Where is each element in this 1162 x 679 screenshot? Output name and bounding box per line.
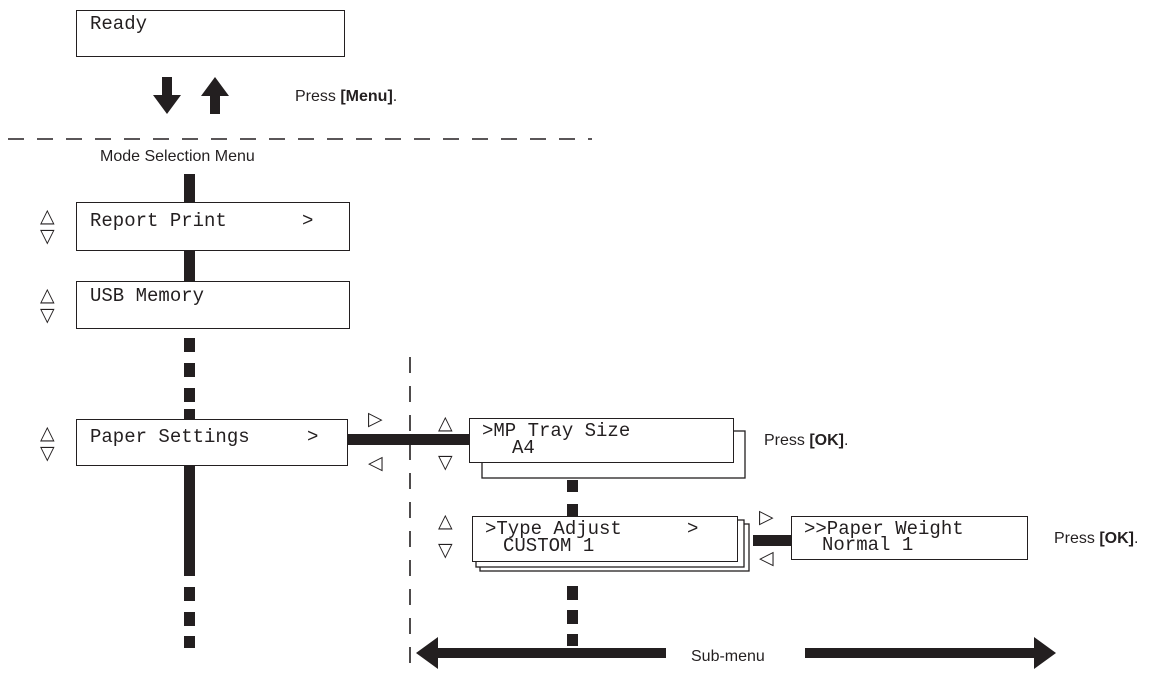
down-key-icon: ▽: [438, 539, 453, 561]
press-ok-instruction-2: Press [OK].: [1054, 530, 1138, 548]
dotted-connector-segment: [184, 612, 195, 626]
dotted-connector-segment: [184, 363, 195, 377]
mode-selection-menu-label: Mode Selection Menu: [100, 148, 255, 165]
mp-tray-size-label: >MP Tray Size: [482, 420, 631, 442]
up-key-icon: △: [40, 205, 55, 227]
connector-paper-settings-down: [184, 466, 195, 576]
down-key-icon: ▽: [438, 451, 453, 473]
type-adjust-label: >Type Adjust: [485, 518, 622, 540]
up-key-icon: △: [40, 284, 55, 306]
press-ok-suffix: .: [844, 432, 849, 449]
paper-weight-value: Normal 1: [822, 534, 914, 556]
paper-settings-arrow: >: [307, 426, 319, 448]
ready-display-text: Ready: [90, 13, 148, 35]
right-key-icon: ▷: [368, 408, 383, 430]
connector-report-to-usb: [184, 251, 195, 281]
type-adjust-value: CUSTOM 1: [503, 535, 595, 557]
up-key-icon: △: [40, 422, 55, 444]
dotted-connector-segment: [184, 636, 195, 648]
submenu-left-arrow-icon: [416, 637, 666, 669]
report-print-display[interactable]: Report Print >: [76, 202, 350, 251]
dotted-connector-segment: [567, 610, 578, 624]
mp-tray-size-value: A4: [512, 437, 535, 459]
left-key-icon: ◁: [368, 452, 383, 474]
submenu-label: Sub-menu: [691, 648, 765, 665]
report-print-label: Report Print: [90, 210, 227, 232]
up-key-icon: △: [438, 412, 453, 434]
press-ok-prefix: Press: [764, 432, 810, 449]
ok-key-label: [OK]: [1099, 530, 1134, 547]
press-ok-instruction-1: Press [OK].: [764, 432, 848, 450]
connector-paper-to-submenu: [348, 434, 470, 445]
connector-mp-to-type-2: [567, 504, 578, 516]
type-adjust-arrow: >: [687, 518, 699, 540]
dotted-connector-segment: [184, 388, 195, 402]
down-key-icon: ▽: [40, 304, 55, 326]
press-ok-prefix: Press: [1054, 530, 1100, 547]
up-key-icon: △: [438, 510, 453, 532]
left-key-icon: ◁: [759, 547, 774, 569]
paper-weight-label: >>Paper Weight: [804, 518, 964, 540]
dotted-connector-segment: [184, 409, 195, 420]
submenu-right-arrow-icon: [805, 637, 1056, 669]
press-menu-prefix: Press: [295, 88, 341, 105]
usb-memory-display[interactable]: USB Memory: [76, 281, 350, 329]
press-ok-suffix: .: [1134, 530, 1139, 547]
connector-mode-to-report: [184, 174, 195, 204]
menu-key-label: [Menu]: [340, 88, 393, 105]
report-print-arrow: >: [302, 210, 314, 232]
paper-weight-display[interactable]: >>Paper Weight Normal 1: [791, 516, 1028, 560]
usb-memory-label: USB Memory: [90, 285, 205, 307]
mp-tray-size-display[interactable]: >MP Tray Size A4: [469, 418, 734, 463]
type-adjust-display[interactable]: >Type Adjust > CUSTOM 1: [472, 516, 738, 562]
dotted-connector-segment: [567, 586, 578, 600]
paper-settings-display[interactable]: Paper Settings >: [76, 419, 348, 466]
down-key-icon: ▽: [40, 225, 55, 247]
down-key-icon: ▽: [40, 442, 55, 464]
press-menu-instruction: Press [Menu].: [295, 88, 397, 106]
press-menu-suffix: .: [392, 88, 398, 105]
down-arrow-icon: [153, 77, 181, 114]
dotted-connector-segment: [184, 338, 195, 352]
dotted-connector-segment: [567, 634, 578, 646]
right-key-icon: ▷: [759, 506, 774, 528]
connector-type-to-weight: [753, 535, 791, 546]
ok-key-label: [OK]: [809, 432, 844, 449]
dotted-connector-segment: [184, 587, 195, 601]
connector-mp-to-type: [567, 480, 578, 492]
ready-display: Ready: [76, 10, 345, 57]
up-arrow-icon: [201, 77, 229, 114]
paper-settings-label: Paper Settings: [90, 426, 250, 448]
